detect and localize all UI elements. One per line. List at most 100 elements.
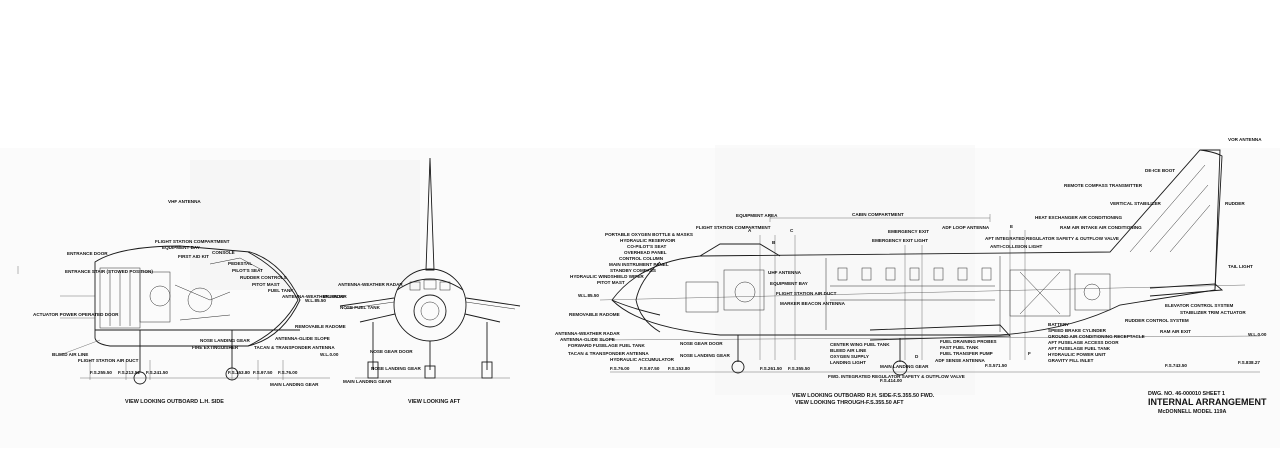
label-hyd-reservoir: HYDRAULIC RESERVOIR — [620, 238, 676, 243]
label-anti-collision: ANTI-COLLISION LIGHT — [990, 244, 1043, 249]
label-main-instr-panel: MAIN INSTRUMENT PANEL — [609, 262, 669, 267]
label-rh-fs-76: F.S.76.00 — [610, 366, 630, 371]
label-rh-nose-gear: NOSE LANDING GEAR — [680, 353, 730, 358]
label-rh-bleed-air: BLEED AIR LINE — [830, 348, 866, 353]
label-flight-station: FLIGHT STATION COMPARTMENT — [155, 239, 230, 244]
label-rudder-control: RUDDER CONTROL SYSTEM — [1125, 318, 1189, 323]
label-fs-air-duct: FLIGHT STATION AIR DUCT — [78, 358, 139, 363]
label-weather-radar: ANTENNA-WEATHER RADAR — [282, 294, 347, 299]
section-e: E — [1010, 224, 1013, 229]
label-landing-light: LANDING LIGHT — [830, 360, 866, 365]
label-pitot-mast: PITOT MAST — [252, 282, 280, 287]
drawing-subtitle: McDONNELL MODEL 119A — [1158, 409, 1227, 415]
label-wl-0: W.L.0.00 — [320, 352, 339, 357]
label-tacan: TACAN & TRANSPONDER ANTENNA — [254, 345, 335, 350]
label-hyd-power-unit: HYDRAULIC POWER UNIT — [1048, 352, 1106, 357]
label-tail-light: TAIL LIGHT — [1228, 264, 1253, 269]
label-fs-97: F.S.97.50 — [253, 370, 273, 375]
title-block: DWG. NO. 46-000010 SHEET 1 INTERNAL ARRA… — [1148, 391, 1267, 415]
label-vor-antenna: VOR ANTENNA — [1228, 137, 1262, 142]
label-rudder-controls: RUDDER CONTROLS — [240, 275, 287, 280]
label-deice-boot: DE-ICE BOOT — [1145, 168, 1175, 173]
label-rh-main-gear: MAIN LANDING GEAR — [880, 364, 929, 369]
section-b: B — [772, 240, 776, 245]
label-adf-sense: ADF SENSE ANTENNA — [935, 358, 986, 363]
label-rh-fs-571: F.S.571.50 — [985, 363, 1007, 368]
label-equipment-area: EQUIPMENT AREA — [736, 213, 778, 218]
label-rh-wl-0: W.L.0.00 — [1248, 332, 1267, 337]
rh-side-labels: PORTABLE OXYGEN BOTTLE & MASKS HYDRAULIC… — [555, 137, 1267, 406]
label-rh-glide-slope: ANTENNA-GLIDE SLOPE — [560, 337, 615, 342]
aft-view — [339, 157, 521, 379]
label-elevator-control: ELEVATOR CONTROL SYSTEM — [1165, 303, 1233, 308]
label-heat-exchanger: HEAT EXCHANGER AIR CONDITIONING — [1035, 215, 1122, 220]
label-center-wing-tank: CENTER WING FUEL TANK — [830, 342, 890, 347]
label-rh-equipment-bay: EQUIPMENT BAY — [770, 281, 808, 286]
label-rh-fs-97: F.S.97.50 — [640, 366, 660, 371]
label-rh-wl-85: W.L.85.50 — [578, 293, 599, 298]
section-f: F — [1028, 351, 1031, 356]
label-emergency-exit-light: EMERGENCY EXIT LIGHT — [872, 238, 928, 243]
label-aft-nose-gear-door: NOSE GEAR DOOR — [370, 349, 413, 354]
label-rh-tacan: TACAN & TRANSPONDER ANTENNA — [568, 351, 649, 356]
label-aft-main-gear: MAIN LANDING GEAR — [343, 379, 392, 384]
label-actuator-door: ACTUATOR POWER OPERATED DOOR — [33, 312, 119, 317]
label-windshield-wiper: HYDRAULIC WINDSHIELD WIPER — [570, 274, 644, 279]
label-rh-fs-838: F.S.838.27 — [1238, 360, 1260, 365]
label-rh-fs-air-duct: FLIGHT STATION AIR DUCT — [776, 291, 837, 296]
dwg-number: DWG. NO. 46-000010 SHEET 1 — [1148, 391, 1225, 397]
label-remote-compass: REMOTE COMPASS TRANSMITTER — [1064, 183, 1143, 188]
label-fs-255: F.S.255.50 — [90, 370, 112, 375]
label-first-aid-kit: FIRST AID KIT — [178, 254, 209, 259]
label-aft-nose-gear: NOSE LANDING GEAR — [371, 366, 421, 371]
label-rh-pitot-mast: PITOT MAST — [597, 280, 625, 285]
label-rh-nose-gear-door: NOSE GEAR DOOR — [680, 341, 723, 346]
label-aft-fuel-tank: AFT FUSELAGE FUEL TANK — [1048, 346, 1111, 351]
aft-labels: ANTENNA-WEATHER RADAR W.L.85.50 NOSE FUE… — [323, 282, 461, 405]
label-pilots-seat: PILOT'S SEAT — [232, 268, 263, 273]
label-rh-fs-261: F.S.261.50 — [760, 366, 782, 371]
label-console: CONSOLE — [212, 250, 235, 255]
lh-side-view — [17, 245, 330, 385]
label-fs-153: F.S.153.80 — [228, 370, 250, 375]
label-oxygen-bottle: PORTABLE OXYGEN BOTTLE & MASKS — [605, 232, 693, 237]
rh-side-view — [599, 149, 1261, 376]
label-fire-ext: FIRE EXTINGUISHER — [192, 345, 239, 350]
label-rh-radome: REMOVABLE RADOME — [569, 312, 620, 317]
label-nose-gear: NOSE LANDING GEAR — [200, 338, 250, 343]
section-a: A — [748, 228, 752, 233]
caption-rh-side-2: VIEW LOOKING THROUGH-F.S.355.50 AFT — [795, 400, 904, 406]
label-overhead-panel: OVERHEAD PANEL — [624, 250, 667, 255]
label-rh-fs-743: F.S.743.50 — [1165, 363, 1187, 368]
label-aft-regulator: AFT INTEGRATED REGULATOR SAFETY & OUTFLO… — [985, 236, 1119, 241]
label-stab-trim: STABILIZER TRIM ACTUATOR — [1180, 310, 1246, 315]
label-fwd-fuel-tank: FORWARD FUSELAGE FUEL TANK — [568, 343, 645, 348]
label-fuel-tank: FUEL TANK — [268, 288, 294, 293]
label-rh-fs-153: F.S.153.80 — [668, 366, 690, 371]
label-entrance-door: ENTRANCE DOOR — [67, 251, 108, 256]
label-bleed-air: BLEED AIR LINE — [52, 352, 88, 357]
label-ram-air-exit: RAM AIR EXIT — [1160, 329, 1191, 334]
label-fast-fuel-tank: FAST FUEL TANK — [940, 345, 979, 350]
label-aft-weather-radar: ANTENNA-WEATHER RADAR — [338, 282, 403, 287]
label-copilot-seat: CO-PILOT'S SEAT — [627, 244, 666, 249]
label-vertical-stab: VERTICAL STABILIZER — [1110, 201, 1162, 206]
label-hyd-accumulator: HYDRAULIC ACCUMULATOR — [610, 357, 675, 362]
label-glide-slope: ANTENNA-GLIDE SLOPE — [275, 336, 330, 341]
label-uhf-antenna: UHF ANTENNA — [768, 270, 802, 275]
label-fwd-regulator: FWD. INTEGRATED REGULATOR SAFETY & OUTFL… — [828, 374, 965, 379]
label-cabin-compartment: CABIN COMPARTMENT — [852, 212, 904, 217]
drawing-title: INTERNAL ARRANGEMENT — [1148, 397, 1267, 407]
caption-lh-side: VIEW LOOKING OUTBOARD L.H. SIDE — [125, 399, 224, 405]
label-rh-fs-414: F.S.414.00 — [880, 378, 902, 383]
label-fs-241: F.S.241.50 — [146, 370, 168, 375]
label-aft-access-door: AFT FUSELAGE ACCESS DOOR — [1048, 340, 1119, 345]
caption-rh-side-1: VIEW LOOKING OUTBOARD R.H. SIDE-F.S.355.… — [792, 393, 935, 399]
label-ground-ac: GROUND AIR CONDITIONING RECEPTACLE — [1048, 334, 1145, 339]
label-oxygen-supply: OXYGEN SUPPLY — [830, 354, 869, 359]
label-speed-brake: SPEED BRAKE CYLINDER — [1048, 328, 1107, 333]
label-gravity-fill: GRAVITY FILL INLET — [1048, 358, 1094, 363]
lh-side-labels: VHF ANTENNA FLIGHT STATION COMPARTMENT E… — [33, 199, 347, 405]
label-fs-76: F.S.76.00 — [278, 370, 298, 375]
